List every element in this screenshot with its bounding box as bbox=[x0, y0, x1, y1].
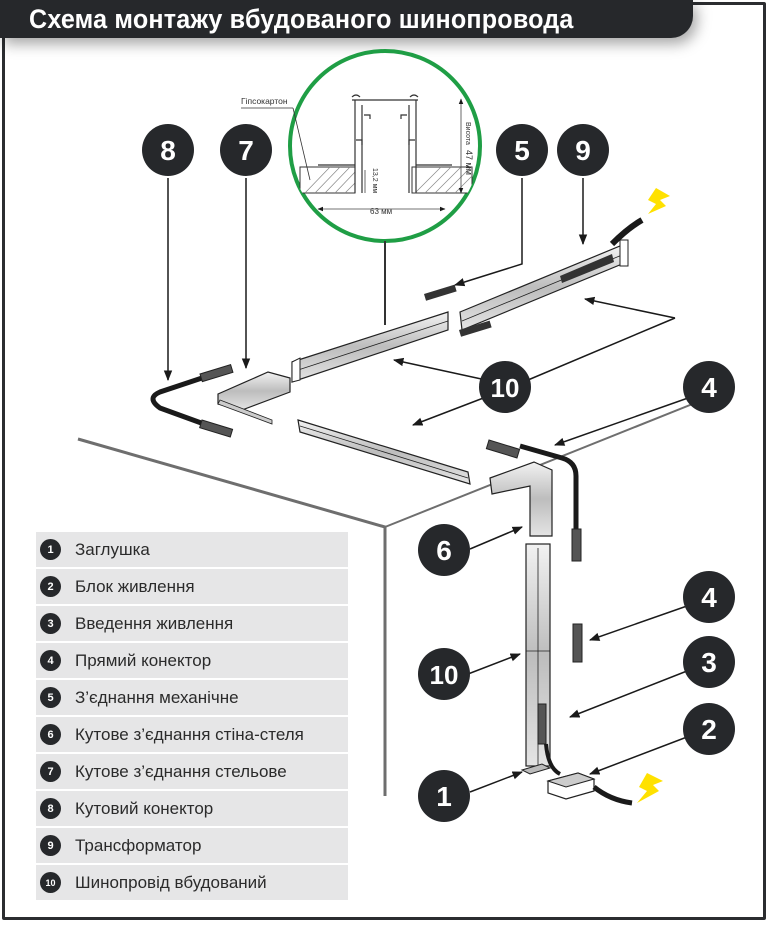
legend-number-badge: 1 bbox=[40, 539, 61, 560]
parts-legend: 1 Заглушка 2 Блок живлення 3 Введення жи… bbox=[36, 532, 348, 902]
legend-item: 1 Заглушка bbox=[36, 532, 348, 567]
height-dimension: 47 мм bbox=[464, 150, 474, 175]
page-title: Схема монтажу вбудованого шинопровода bbox=[29, 4, 574, 34]
height-label: Висота bbox=[464, 122, 471, 145]
legend-label: З’єднання механічне bbox=[75, 687, 239, 707]
callout-9: 9 bbox=[557, 124, 609, 176]
svg-text:10: 10 bbox=[430, 660, 459, 690]
svg-text:5: 5 bbox=[514, 135, 530, 166]
callout-4-top: 4 bbox=[683, 361, 735, 413]
callout-7: 7 bbox=[220, 124, 272, 176]
svg-text:4: 4 bbox=[701, 372, 717, 403]
callout-2: 2 bbox=[683, 703, 735, 755]
legend-number-badge: 10 bbox=[40, 872, 61, 893]
callout-5: 5 bbox=[496, 124, 548, 176]
svg-text:7: 7 bbox=[238, 135, 254, 166]
track-segments bbox=[150, 217, 644, 806]
callout-4-middle: 4 bbox=[683, 571, 735, 623]
legend-item: 6 Кутове з’єднання стіна-стеля bbox=[36, 717, 348, 752]
legend-item: 5 З’єднання механічне bbox=[36, 680, 348, 715]
power-feed bbox=[537, 703, 547, 745]
legend-item: 3 Введення живлення bbox=[36, 606, 348, 641]
legend-number-badge: 2 bbox=[40, 576, 61, 597]
svg-text:3: 3 bbox=[701, 647, 717, 678]
legend-number-badge: 7 bbox=[40, 761, 61, 782]
legend-item: 8 Кутовий конектор bbox=[36, 791, 348, 826]
legend-number-badge: 9 bbox=[40, 835, 61, 856]
plasterboard-label: Гіпсокартон bbox=[241, 96, 288, 106]
legend-number-badge: 6 bbox=[40, 724, 61, 745]
legend-number-badge: 5 bbox=[40, 687, 61, 708]
legend-item: 10 Шинопровід вбудований bbox=[36, 865, 348, 900]
legend-item: 9 Трансформатор bbox=[36, 828, 348, 863]
legend-label: Трансформатор bbox=[75, 835, 202, 855]
lightning-bolt-icon bbox=[648, 188, 670, 214]
title-bar: Схема монтажу вбудованого шинопровода bbox=[0, 0, 693, 38]
callout-10-ceiling: 10 bbox=[479, 361, 531, 413]
legend-label: Заглушка bbox=[75, 539, 150, 559]
legend-item: 2 Блок живлення bbox=[36, 569, 348, 604]
wall-ceiling-corner-joint bbox=[489, 461, 553, 537]
corner-connector-cable bbox=[150, 375, 205, 427]
callout-8: 8 bbox=[142, 124, 194, 176]
legend-label: Шинопровід вбудований bbox=[75, 872, 267, 892]
end-cap bbox=[520, 763, 552, 775]
room-edges bbox=[77, 400, 701, 796]
legend-item: 4 Прямий конектор bbox=[36, 643, 348, 678]
legend-item: 7 Кутове з’єднання стельове bbox=[36, 754, 348, 789]
legend-number-badge: 4 bbox=[40, 650, 61, 671]
legend-label: Кутове з’єднання стельове bbox=[75, 761, 287, 781]
width-dimension: 63 мм bbox=[370, 207, 392, 216]
svg-text:9: 9 bbox=[575, 135, 591, 166]
straight-connector-cable bbox=[519, 443, 579, 532]
callout-6: 6 bbox=[418, 524, 470, 576]
legend-label: Кутовий конектор bbox=[75, 798, 214, 818]
svg-text:1: 1 bbox=[436, 781, 452, 812]
straight-connector bbox=[572, 623, 583, 663]
legend-label: Кутове з’єднання стіна-стеля bbox=[75, 724, 304, 744]
callout-10-wall: 10 bbox=[418, 648, 470, 700]
legend-number-badge: 8 bbox=[40, 798, 61, 819]
svg-text:2: 2 bbox=[701, 714, 717, 745]
svg-text:8: 8 bbox=[160, 135, 176, 166]
svg-text:4: 4 bbox=[701, 582, 717, 613]
lightning-bolt-icon bbox=[637, 773, 663, 803]
callout-3: 3 bbox=[683, 636, 735, 688]
legend-label: Введення живлення bbox=[75, 613, 234, 633]
mechanical-connectors bbox=[424, 284, 492, 337]
transformer-cable bbox=[609, 217, 644, 247]
legend-number-badge: 3 bbox=[40, 613, 61, 634]
legend-label: Блок живлення bbox=[75, 576, 195, 596]
track-rail bbox=[291, 311, 449, 383]
callout-1: 1 bbox=[418, 770, 470, 822]
depth-dimension: 13,2 мм bbox=[371, 168, 378, 193]
leader-arrows bbox=[163, 178, 689, 793]
svg-text:6: 6 bbox=[436, 535, 452, 566]
svg-text:10: 10 bbox=[491, 373, 520, 403]
profile-detail-view: 63 мм 13,2 мм Висота 47 мм Гіпсокартон bbox=[241, 49, 482, 325]
legend-label: Прямий конектор bbox=[75, 650, 212, 670]
